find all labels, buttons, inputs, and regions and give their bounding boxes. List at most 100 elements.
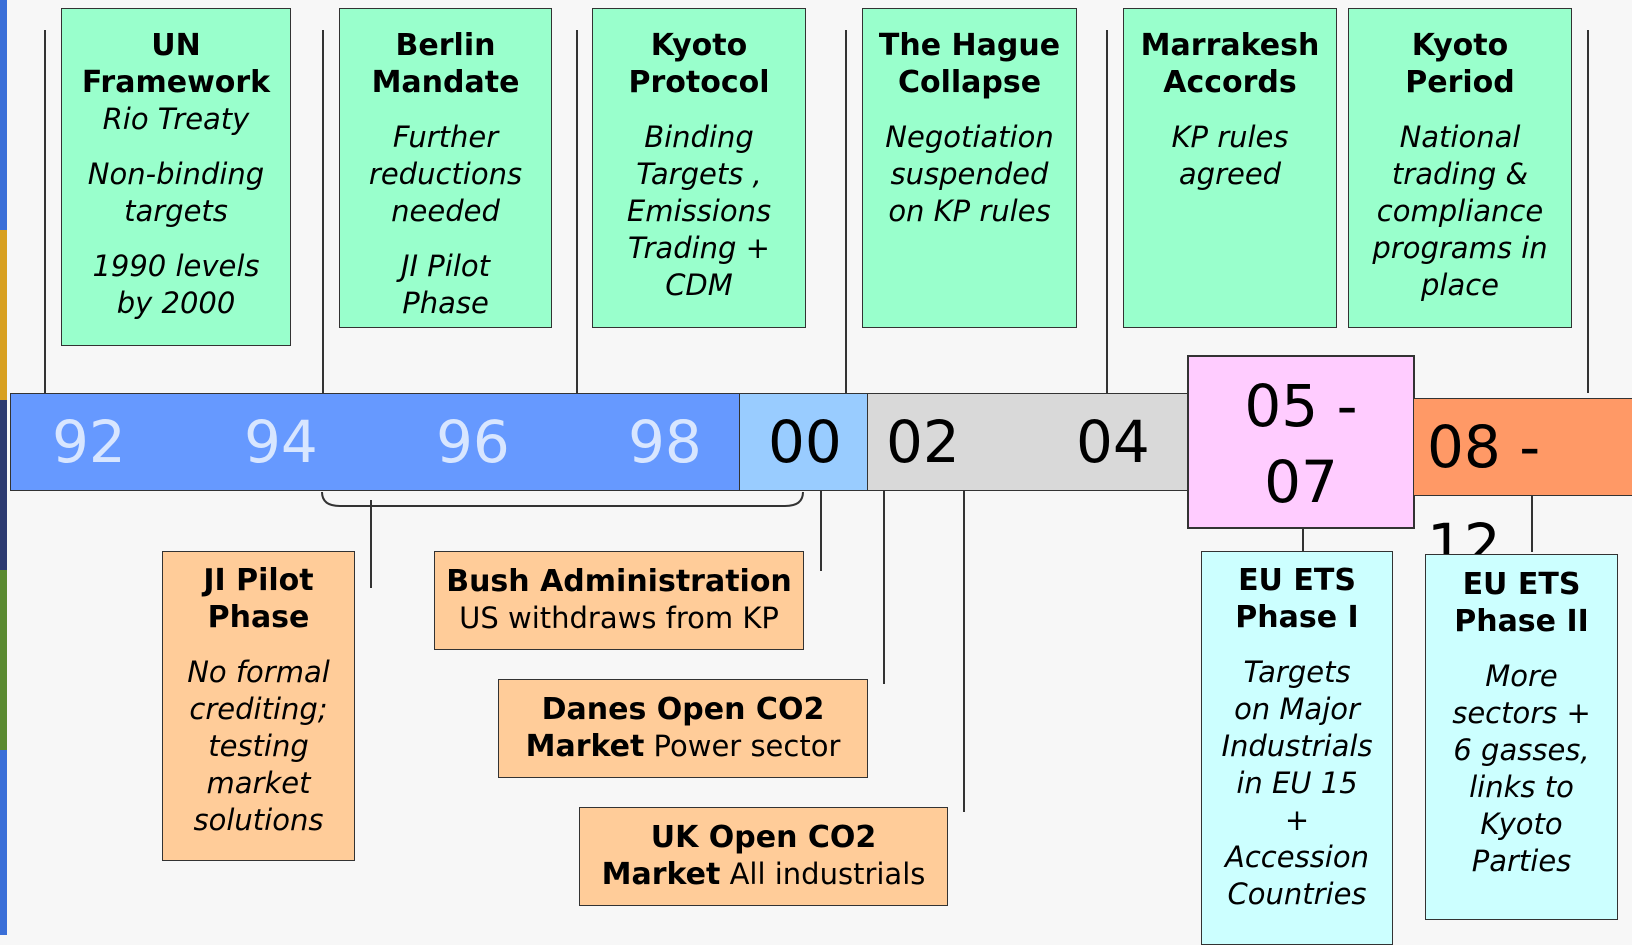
connector-line (963, 491, 965, 812)
connector-line (1302, 529, 1304, 551)
box-text: Targets (1243, 655, 1351, 689)
kyoto-protocol-box: Kyoto Protocol Binding Targets , Emissio… (592, 8, 806, 328)
uk-market-box: UK Open CO2 Market All industrials (579, 807, 948, 906)
box-text: programs in (1372, 231, 1548, 265)
left-edge-strip-4 (0, 570, 7, 750)
box-title: Framework (81, 65, 271, 100)
left-edge-strip-2 (0, 230, 7, 400)
box-title: Market (601, 857, 721, 892)
box-text: by 2000 (116, 286, 236, 320)
connector-line (1106, 30, 1108, 393)
connector-line (576, 30, 578, 393)
box-text: links to (1469, 770, 1574, 804)
box-text: US withdraws from KP (459, 601, 779, 635)
box-title: Kyoto (1411, 28, 1509, 63)
box-text: market (206, 766, 311, 800)
box-title: Bush Administration (446, 564, 792, 599)
box-title: UK Open CO2 (650, 820, 877, 855)
box-title: Mandate (371, 65, 520, 100)
year-02: 02 (886, 408, 960, 476)
box-title: The Hague (878, 28, 1061, 63)
left-edge-strip-1 (0, 0, 7, 230)
danes-market-box: Danes Open CO2 Market Power sector (498, 679, 868, 778)
box-text: JI Pilot (400, 249, 491, 283)
box-text: solutions (193, 803, 324, 837)
box-text: CDM (665, 268, 733, 302)
box-title: Danes Open CO2 (541, 692, 825, 727)
connector-line (1531, 496, 1533, 552)
box-text: reductions (368, 157, 523, 191)
year-08-12: 08 - 12 (1427, 413, 1541, 579)
connector-line (1587, 30, 1589, 393)
box-title: Market (525, 729, 645, 764)
box-title: Collapse (897, 65, 1042, 100)
box-text: in EU 15 (1236, 766, 1358, 800)
box-title: EU ETS (1462, 567, 1581, 602)
year-05-07: 05 - 07 (1187, 368, 1415, 520)
hague-collapse-box: The Hague Collapse Negotiation suspended… (862, 8, 1077, 328)
box-title: Phase (207, 600, 310, 635)
kyoto-period-box: Kyoto Period National trading & complian… (1348, 8, 1572, 328)
year-98: 98 (628, 408, 702, 476)
band-08-12 (1413, 398, 1632, 496)
eu-ets-phase-1-box: EU ETS Phase I Targets on Major Industri… (1201, 551, 1393, 945)
box-text: Phase (402, 286, 489, 320)
box-text: testing (208, 729, 309, 763)
box-text: needed (391, 194, 500, 228)
box-text: National (1399, 120, 1521, 154)
un-framework-box: UN Framework Rio Treaty Non-binding targ… (61, 8, 291, 346)
connector-line (44, 30, 46, 393)
box-text: Rio Treaty (102, 102, 250, 136)
box-text: KP rules (1171, 120, 1289, 154)
box-title: Protocol (628, 65, 770, 100)
box-text: Trading + (628, 231, 770, 265)
box-title: UN (151, 28, 201, 63)
connector-line (820, 491, 822, 571)
box-text: Kyoto (1480, 807, 1563, 841)
box-text: Parties (1471, 844, 1572, 878)
year-94: 94 (244, 408, 318, 476)
box-text: All industrials (720, 857, 926, 891)
year-00: 00 (768, 408, 842, 476)
box-title: Period (1405, 65, 1515, 100)
box-text: Targets , (636, 157, 762, 191)
box-text: Emissions (626, 194, 772, 228)
ji-pilot-phase-box: JI Pilot Phase No formal crediting; test… (162, 551, 355, 861)
box-text: Negotiation (885, 120, 1054, 154)
bush-administration-box: Bush Administration US withdraws from KP (434, 551, 804, 650)
box-title: EU ETS (1238, 563, 1356, 598)
box-text: + (1284, 803, 1310, 837)
box-text: Industrials (1221, 729, 1373, 763)
box-title: Kyoto (650, 28, 748, 63)
box-text: place (1420, 268, 1500, 302)
box-text: Countries (1227, 877, 1367, 911)
year-92: 92 (52, 408, 126, 476)
connector-line (370, 500, 372, 588)
band-00 (739, 393, 868, 491)
box-title: Phase I (1235, 600, 1359, 635)
connector-line (883, 491, 885, 684)
box-text: More (1485, 659, 1558, 693)
eu-ets-phase-2-box: EU ETS Phase II More sectors + 6 gasses,… (1425, 554, 1618, 920)
box-text: trading & (1391, 157, 1529, 191)
box-text: suspended (890, 157, 1049, 191)
box-text: Binding (644, 120, 754, 154)
box-text: compliance (1376, 194, 1544, 228)
left-edge-strip-5 (0, 750, 7, 935)
box-text: Accession (1225, 840, 1369, 874)
box-text: Power sector (644, 729, 841, 763)
connector-line (322, 30, 324, 393)
box-text: sectors + (1452, 696, 1591, 730)
year-96: 96 (436, 408, 510, 476)
box-text: Non-binding (87, 157, 265, 191)
box-title: Marrakesh (1140, 28, 1320, 63)
berlin-mandate-box: Berlin Mandate Further reductions needed… (339, 8, 552, 328)
box-text: No formal (187, 655, 330, 689)
band-02-04 (867, 393, 1189, 491)
year-04: 04 (1076, 408, 1150, 476)
box-text: agreed (1178, 157, 1282, 191)
box-text: targets (124, 194, 228, 228)
box-title: Phase II (1454, 604, 1589, 639)
left-edge-strip-3 (0, 400, 7, 570)
box-title: Berlin (395, 28, 496, 63)
